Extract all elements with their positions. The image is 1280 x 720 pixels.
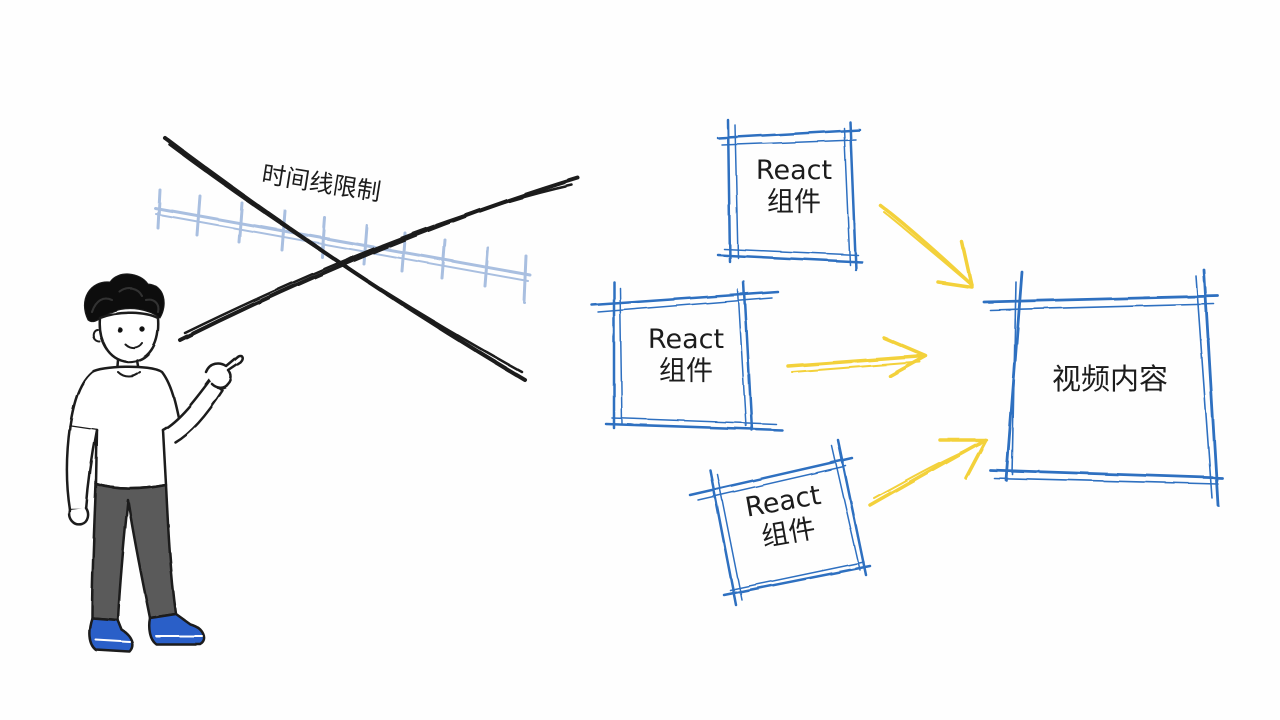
component-box-1-outline xyxy=(716,118,864,272)
video-content-label: 视频内容 xyxy=(1051,362,1168,396)
arrow-3 xyxy=(868,438,988,507)
component-box-1-line2: 组件 xyxy=(767,187,821,219)
arrow-1 xyxy=(878,203,974,289)
component-box-3-outline xyxy=(688,438,872,607)
cross-out-mark xyxy=(163,136,580,382)
component-box-1-line1: React xyxy=(755,155,833,186)
component-box-2-outline xyxy=(590,280,784,432)
component-box-2-line2: 组件 xyxy=(659,356,713,388)
component-box-1: React 组件 xyxy=(740,155,848,220)
person-illustration xyxy=(65,273,244,654)
video-content-box-outline xyxy=(982,268,1224,507)
arrow-2 xyxy=(786,336,928,378)
component-box-2-line1: React xyxy=(647,324,725,355)
component-box-2: React 组件 xyxy=(628,324,744,389)
timeline-ruler xyxy=(153,188,532,304)
